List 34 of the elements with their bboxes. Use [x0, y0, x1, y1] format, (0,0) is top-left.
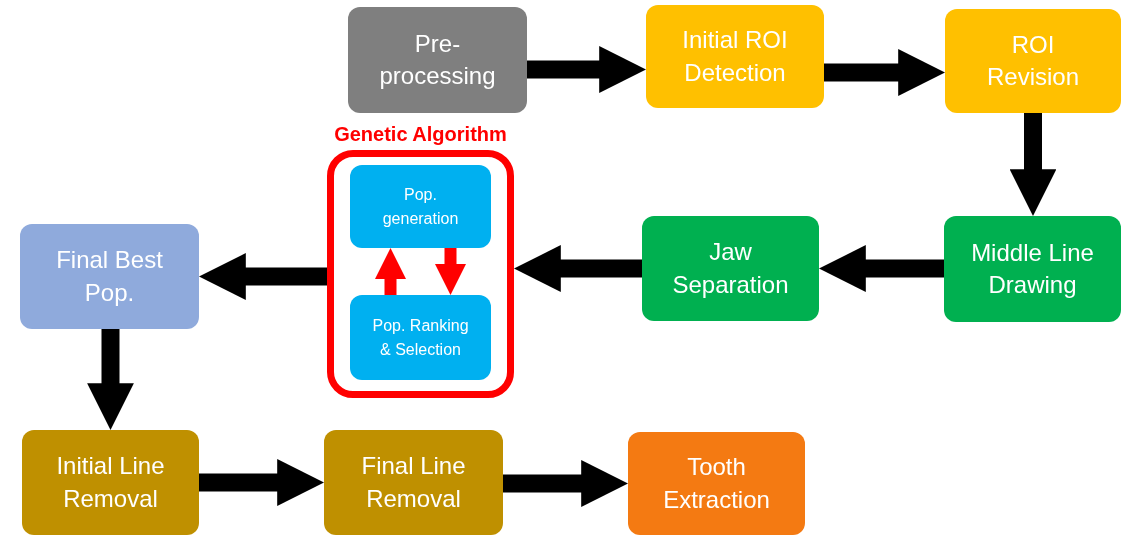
box-label: ROI Revision — [985, 29, 1080, 92]
process-box — [350, 295, 491, 380]
box-label: Initial ROI Detection — [681, 25, 789, 88]
process-box — [350, 165, 491, 248]
arrow — [374, 248, 407, 295]
arrow — [503, 460, 628, 507]
box-label: Initial Line Removal — [55, 451, 166, 514]
box-label: Pop. generation — [381, 184, 460, 229]
box-label: Jaw Separation — [671, 237, 790, 300]
box-label: Final Best Pop. — [55, 245, 164, 308]
arrow — [199, 459, 324, 506]
process-box — [642, 216, 819, 321]
arrow — [527, 46, 646, 93]
process-box — [646, 5, 824, 108]
box-label: Tooth Extraction — [662, 452, 771, 515]
process-box — [324, 430, 503, 535]
arrow — [434, 248, 467, 295]
process-box — [348, 7, 527, 113]
process-box — [945, 9, 1121, 113]
process-box — [20, 224, 199, 329]
box-label: Middle Line Drawing — [970, 237, 1095, 300]
box-label: Final Line Removal — [360, 451, 467, 514]
box-label: Pre-processing — [378, 28, 497, 91]
arrow — [514, 245, 642, 292]
arrow — [824, 49, 945, 96]
arrow — [819, 245, 944, 292]
group-title: Genetic Algorithm — [333, 122, 508, 147]
process-box — [22, 430, 199, 535]
arrow — [199, 253, 327, 300]
box-label: Pop. Ranking & Selection — [372, 315, 469, 360]
arrow — [87, 329, 134, 430]
arrow — [1009, 113, 1057, 216]
process-box — [628, 432, 805, 535]
process-box — [944, 216, 1121, 322]
